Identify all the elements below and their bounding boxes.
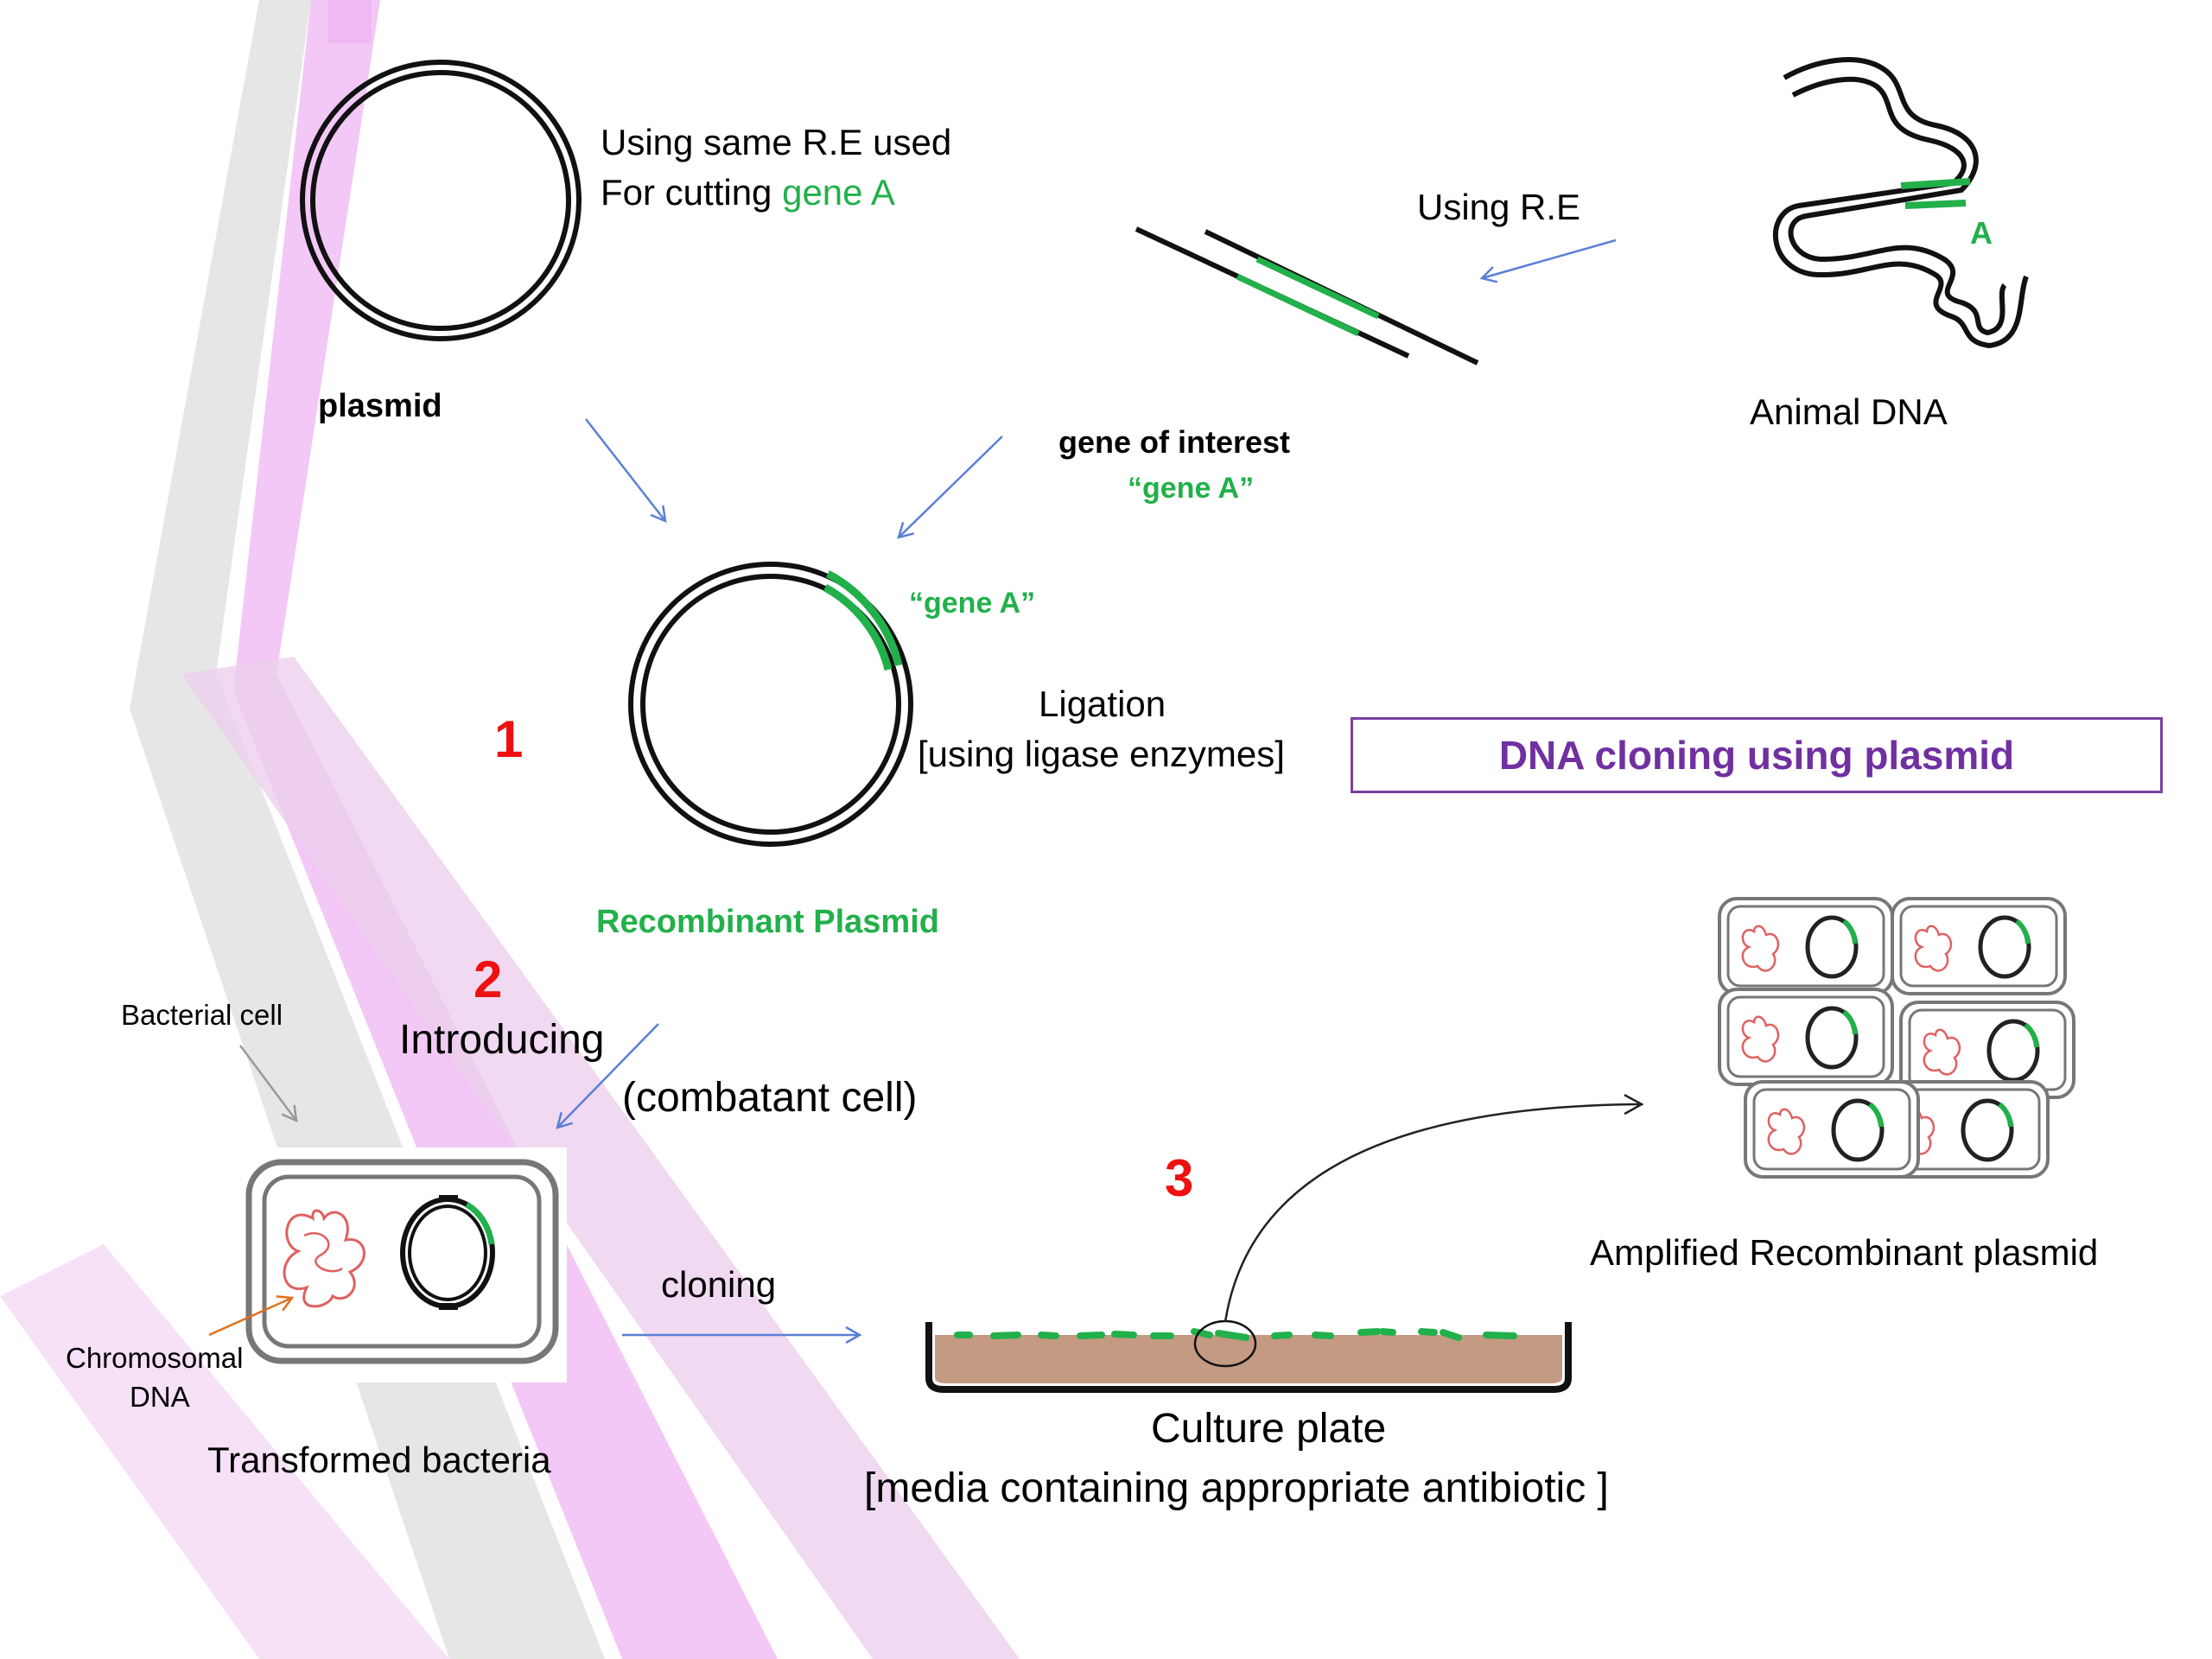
chromosomal-dna-label-2: DNA: [130, 1381, 190, 1413]
step-3-label: 3: [1165, 1149, 1194, 1207]
culture-plate-label: Culture plate: [1151, 1406, 1387, 1452]
step-1-label: 1: [494, 710, 524, 768]
arrow-re-to-fragment: [1479, 238, 1617, 283]
cloning-label: cloning: [661, 1264, 777, 1305]
re-label-line2: For cutting gene A: [601, 171, 895, 214]
re-label-prefix: For cutting: [601, 172, 783, 213]
title-box: DNA cloning using plasmid: [1351, 717, 2163, 793]
gene-fragment: [1135, 226, 1479, 365]
gene-a-plasmid-label: “gene A”: [909, 587, 1036, 620]
plasmid-circle: [300, 60, 582, 341]
diagram-title: DNA cloning using plasmid: [1498, 733, 2015, 778]
gene-a-letter: A: [1970, 215, 1993, 251]
arrow-introducing: [556, 1023, 659, 1129]
media-label: [media containing appropriate antibiotic…: [864, 1465, 1609, 1511]
combatant-label: (combatant cell): [622, 1075, 918, 1121]
culture-plate: [925, 1319, 1572, 1393]
amplified-label: Amplified Recombinant plasmid: [1590, 1232, 2099, 1273]
animal-dna-label: Animal DNA: [1750, 391, 1948, 432]
plasmid-label: plasmid: [318, 388, 442, 424]
recombinant-plasmid-label: Recombinant Plasmid: [596, 904, 939, 940]
arrow-gene-to-recombinant: [897, 435, 1003, 539]
arrow-chromosomal-dna: [208, 1295, 295, 1337]
ligation-label: Ligation: [1039, 683, 1166, 724]
re-label-gene: gene A: [782, 172, 895, 213]
step-2-label: 2: [474, 950, 503, 1008]
introducing-label: Introducing: [399, 1017, 605, 1063]
re-label-line1: Using same R.E used: [601, 122, 952, 162]
gene-of-interest-label: gene of interest: [1058, 424, 1291, 460]
using-re-label: Using R.E: [1417, 187, 1581, 227]
gene-a-quoted-label: “gene A”: [1128, 472, 1255, 505]
ligase-label: [using ligase enzymes]: [918, 734, 1285, 774]
arrow-to-amplified: [1224, 1094, 1644, 1323]
arrow-bacterial-cell: [238, 1045, 298, 1123]
bacterial-cell-label: Bacterial cell: [121, 999, 283, 1031]
amplified-cells: [1719, 899, 2074, 1177]
arrow-plasmid-to-recombinant: [585, 418, 667, 524]
animal-dna-strand: [1772, 57, 2029, 348]
chromosomal-dna-label-1: Chromosomal: [66, 1342, 244, 1374]
transformed-bacteria-cell: [240, 1147, 567, 1382]
recombinant-plasmid-circle: [628, 562, 913, 847]
transformed-bacteria-label: Transformed bacteria: [207, 1440, 551, 1480]
